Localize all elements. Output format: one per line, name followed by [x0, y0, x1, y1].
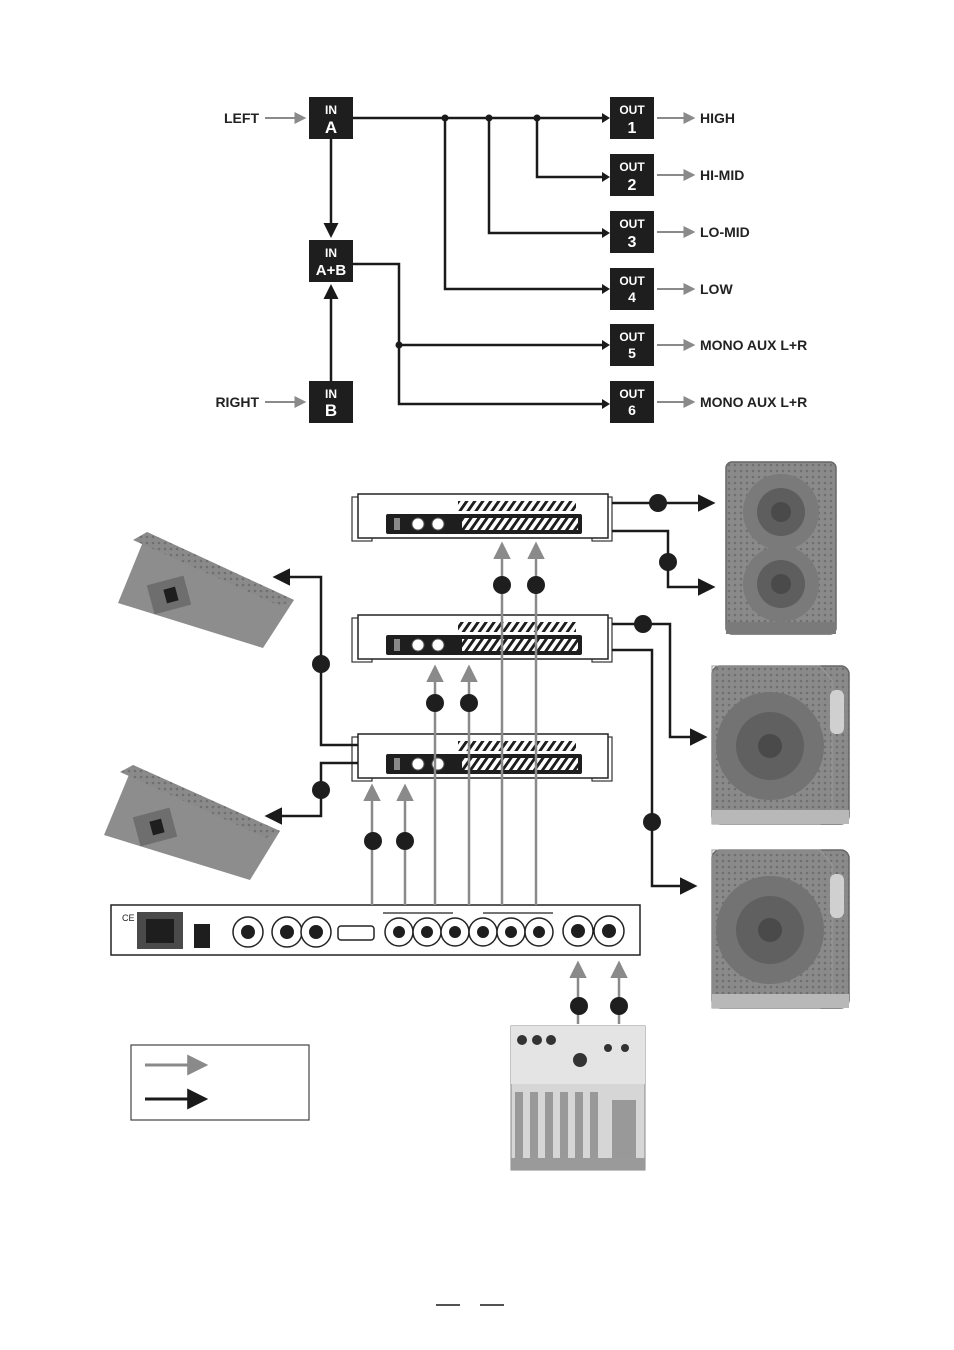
- ce-mark: CE: [122, 913, 135, 923]
- speaker-subwoofer-upper: [712, 666, 849, 824]
- bus-arrowheads: [602, 113, 610, 409]
- output-label-1: HIGH: [700, 110, 735, 126]
- svg-text:4: 4: [628, 289, 636, 305]
- input-label-right: RIGHT: [215, 394, 259, 410]
- output-arrows: [657, 118, 693, 402]
- svg-text:A+B: A+B: [316, 262, 347, 279]
- output-box-5: OUT 5: [610, 324, 654, 366]
- mixer: [511, 1026, 645, 1170]
- svg-text:B: B: [325, 401, 337, 420]
- svg-text:OUT: OUT: [619, 217, 645, 231]
- svg-text:OUT: OUT: [619, 274, 645, 288]
- amplifier-top: [352, 494, 612, 541]
- svg-text:OUT: OUT: [619, 160, 645, 174]
- output-box-3: OUT 3: [610, 211, 654, 253]
- amplifier-bottom: [352, 734, 612, 781]
- bus-junctions: [396, 115, 541, 349]
- svg-text:6: 6: [628, 402, 636, 418]
- input-label-left: LEFT: [224, 110, 259, 126]
- routing-diagram: LEFT RIGHT IN A IN A+B IN B: [215, 97, 807, 423]
- output-box-1: OUT 1: [610, 97, 654, 139]
- svg-text:5: 5: [628, 345, 636, 361]
- svg-text:A: A: [325, 118, 337, 137]
- monitor-wedge-upper: [118, 532, 294, 648]
- a-bus: [353, 118, 606, 404]
- output-label-5: MONO AUX L+R: [700, 337, 807, 353]
- svg-text:IN: IN: [325, 246, 337, 260]
- amplifier-middle: [352, 615, 612, 662]
- output-label-6: MONO AUX L+R: [700, 394, 807, 410]
- input-box-ab: IN A+B: [309, 240, 353, 282]
- svg-text:IN: IN: [325, 103, 337, 117]
- svg-text:2: 2: [628, 177, 637, 194]
- output-label-4: LOW: [700, 281, 733, 297]
- svg-text:OUT: OUT: [619, 330, 645, 344]
- svg-text:OUT: OUT: [619, 387, 645, 401]
- svg-text:1: 1: [628, 120, 637, 137]
- legend: [131, 1045, 309, 1120]
- output-label-3: LO-MID: [700, 224, 750, 240]
- output-label-2: HI-MID: [700, 167, 744, 183]
- output-box-4: OUT 4: [610, 268, 654, 310]
- svg-text:OUT: OUT: [619, 103, 645, 117]
- crossover-rear-panel: CE: [111, 905, 640, 955]
- speaker-subwoofer-lower: [712, 850, 849, 1008]
- input-box-a: IN A: [309, 97, 353, 139]
- speaker-cables: [268, 503, 712, 886]
- output-box-6: OUT 6: [610, 381, 654, 423]
- monitor-wedge-lower: [104, 765, 280, 880]
- svg-text:3: 3: [628, 234, 637, 251]
- input-box-b: IN B: [309, 381, 353, 423]
- svg-text:IN: IN: [325, 387, 337, 401]
- output-box-2: OUT 2: [610, 154, 654, 196]
- speaker-two-way: [726, 462, 836, 634]
